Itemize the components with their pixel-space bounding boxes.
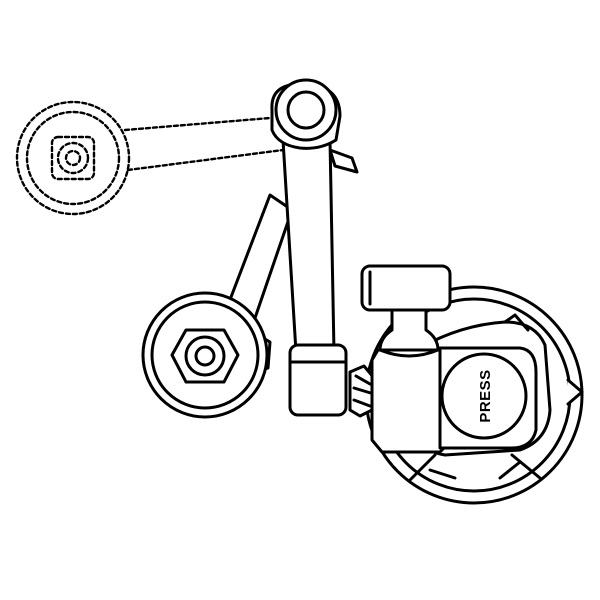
articulating-arm xyxy=(270,78,380,418)
socket-center xyxy=(194,345,216,367)
arm-tube xyxy=(281,138,336,354)
socket-ring xyxy=(184,335,226,377)
t-handle xyxy=(360,264,452,312)
socket-plate-inner xyxy=(150,300,260,410)
arm-collar xyxy=(288,343,348,417)
callout-socket-center xyxy=(64,149,82,167)
callout-leader-bottom xyxy=(126,148,285,172)
callout-inner-ring xyxy=(25,110,121,206)
support-strut-body xyxy=(226,193,294,320)
suction-cup-tab xyxy=(566,378,584,406)
support-strut xyxy=(226,193,294,320)
callout-leader-top xyxy=(123,116,272,132)
device-socket-plate xyxy=(141,291,272,419)
pivot-joint xyxy=(270,78,342,150)
press-button-face[interactable] xyxy=(440,352,528,440)
callout-outer-ring xyxy=(15,100,131,216)
callout-socket-square xyxy=(50,135,96,181)
arm-clip xyxy=(328,148,359,174)
press-button[interactable]: PRESS xyxy=(440,352,528,440)
bracket-legs xyxy=(408,453,542,482)
socket-plate-mount xyxy=(170,328,240,384)
detail-callout xyxy=(15,100,285,216)
callout-socket-ring xyxy=(56,141,90,175)
mount-head: PRESS xyxy=(360,264,538,454)
press-button-label: PRESS xyxy=(477,369,494,422)
